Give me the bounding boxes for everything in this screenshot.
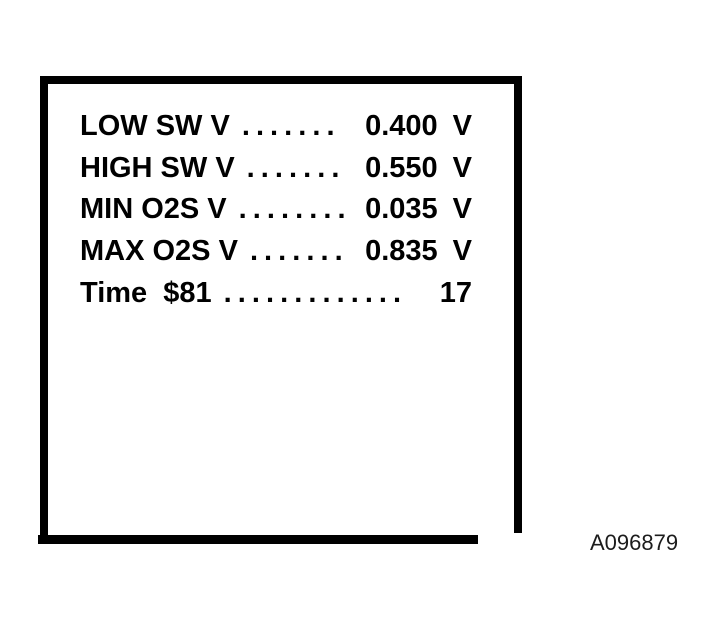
display-row: MAX O2S V . . . . . . . 0.835 V — [80, 235, 472, 277]
value-group: 0.550 V — [365, 152, 472, 185]
display-frame-top-edge — [40, 76, 522, 84]
parameter-label: MAX O2S V — [80, 235, 238, 268]
display-row: LOW SW V . . . . . . . 0.400 V — [80, 110, 472, 152]
leader-dots: . . . . . . . . — [238, 193, 346, 226]
parameter-unit: V — [452, 193, 472, 226]
value-group: 0.035 V — [365, 193, 472, 226]
value-group: 17 — [440, 277, 472, 310]
value-group: 0.835 V — [365, 235, 472, 268]
parameter-value: 0.835 — [365, 235, 438, 268]
display-frame-bottom-edge — [38, 535, 478, 544]
display-frame-left-edge — [40, 76, 48, 543]
parameter-value: 0.035 — [365, 193, 438, 226]
display-row: HIGH SW V . . . . . . . 0.550 V — [80, 152, 472, 194]
parameter-value: 0.550 — [365, 151, 438, 184]
display-row: Time $81 . . . . . . . . . . . . . 17 — [80, 277, 472, 319]
parameter-unit: V — [452, 235, 472, 268]
leader-dots: . . . . . . . — [246, 151, 340, 184]
parameter-label: LOW SW V — [80, 110, 230, 142]
parameter-label: MIN O2S V — [80, 193, 227, 226]
parameter-label: Time $81 — [80, 276, 212, 309]
display-row: MIN O2S V . . . . . . . . 0.035 V — [80, 193, 472, 235]
value-group: 0.400 V — [365, 110, 472, 143]
parameter-unit: V — [452, 151, 472, 184]
display-frame-right-edge — [514, 76, 522, 533]
display-readout: LOW SW V . . . . . . . 0.400 V HIGH SW V… — [80, 110, 472, 318]
parameter-value: 17 — [439, 276, 472, 309]
leader-dots: . . . . . . . — [249, 235, 343, 268]
parameter-value: 0.400 — [365, 110, 438, 142]
parameter-unit: V — [452, 110, 472, 142]
leader-dots: . . . . . . . . . . . . . — [223, 276, 401, 309]
leader-dots: . . . . . . . — [241, 110, 335, 142]
figure-code: A096879 — [590, 530, 679, 555]
parameter-label: HIGH SW V — [80, 151, 235, 184]
